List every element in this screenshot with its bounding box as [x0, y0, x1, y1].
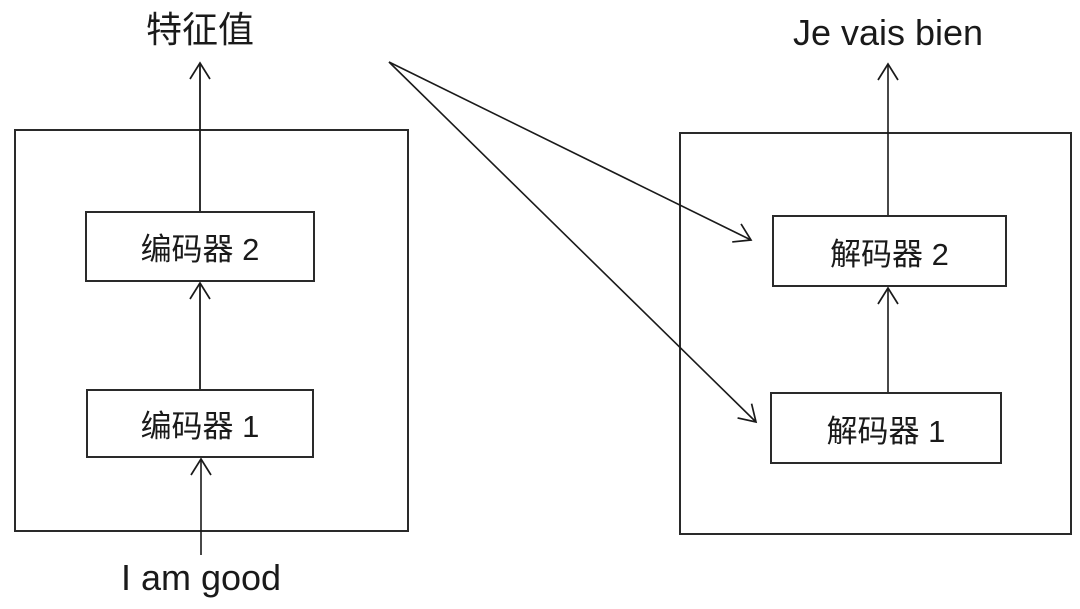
arrow-feature-to-decoder1 [388, 61, 758, 424]
feature-value-label: 特征值 [145, 9, 255, 50]
encoder-1-label: 编码器 1 [140, 409, 260, 444]
encoder-1-box: 编码器 1 [86, 389, 314, 458]
encoder-2-box: 编码器 2 [85, 211, 315, 282]
encoder-group-box [14, 129, 409, 532]
arrow-feature-to-decoder2 [388, 61, 753, 243]
decoder-1-label: 解码器 1 [826, 413, 946, 449]
source-sentence-label: I am good [120, 557, 282, 598]
decoder-2-label: 解码器 2 [830, 236, 949, 272]
decoder-1-box: 解码器 1 [770, 392, 1002, 464]
decoder-2-box: 解码器 2 [772, 215, 1007, 287]
decoder-group-box [679, 132, 1072, 535]
encoder-2-label: 编码器 2 [140, 232, 260, 267]
target-sentence-label: Je vais bien [792, 12, 984, 53]
